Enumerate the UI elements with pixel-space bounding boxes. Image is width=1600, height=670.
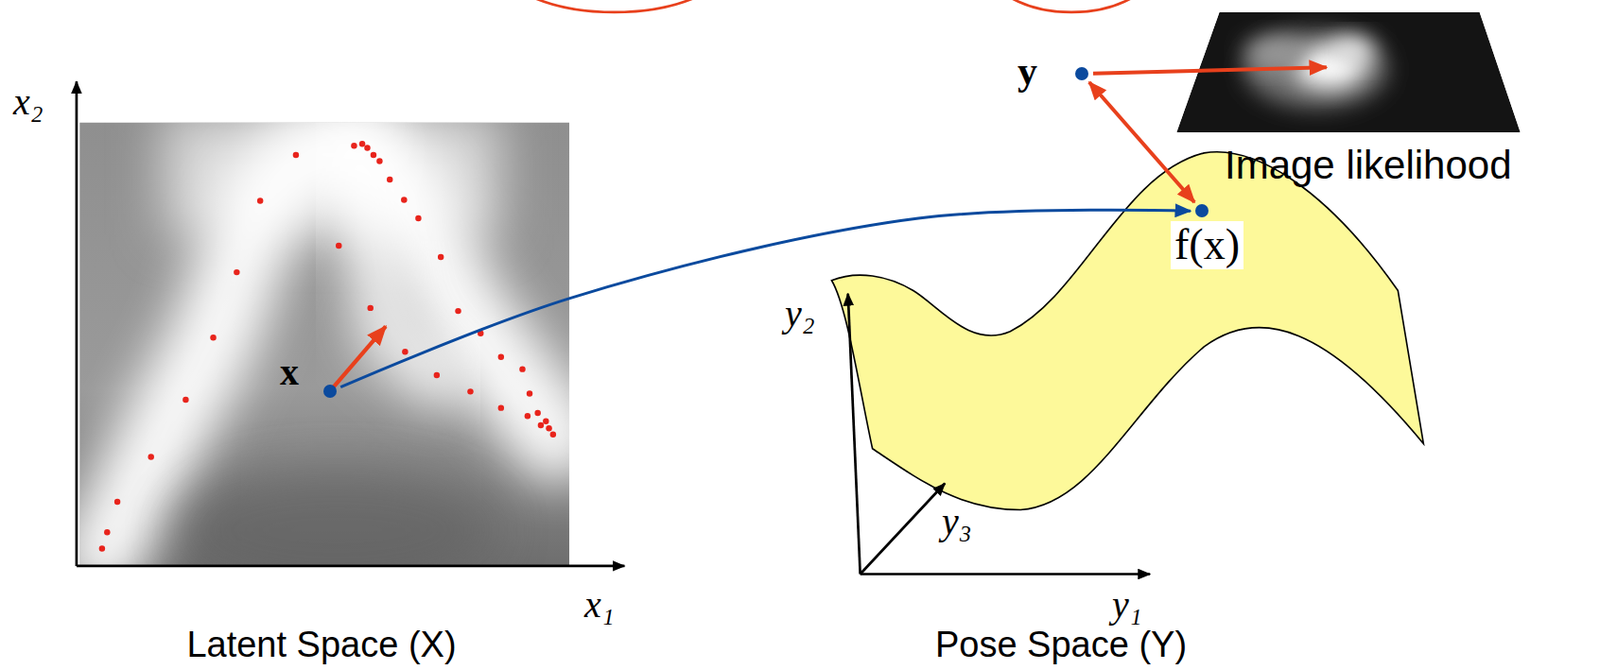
likelihood-arrow	[1093, 67, 1327, 73]
training-point	[359, 140, 366, 147]
training-point	[370, 152, 377, 158]
training-point	[366, 305, 373, 312]
mapping-curve	[340, 209, 1191, 387]
pose-space-panel: Pose Space (Y) f(x)	[730, 141, 1392, 667]
training-point	[542, 417, 549, 424]
point-dot	[1075, 67, 1089, 81]
node-label: x	[279, 351, 299, 394]
training-point	[534, 410, 540, 417]
training-point	[376, 157, 383, 164]
training-point	[526, 390, 533, 397]
training-point	[386, 176, 393, 183]
training-point	[524, 413, 531, 419]
mapped-pose-point: f(x)	[1168, 200, 1248, 272]
point-dot	[1195, 204, 1209, 218]
axis-label: x₂	[13, 81, 44, 123]
training-point	[400, 196, 407, 203]
axis-label: y₂	[784, 293, 816, 335]
training-point	[350, 142, 357, 149]
pose-manifold	[831, 152, 1424, 511]
likelihood-link	[1089, 82, 1195, 203]
point-dot	[323, 384, 337, 399]
node-label: f(x)	[1170, 221, 1244, 270]
training-point	[538, 422, 544, 429]
training-point	[550, 431, 557, 437]
training-point	[233, 269, 240, 276]
training-point	[434, 372, 440, 379]
likelihood-image	[1176, 12, 1521, 133]
training-point	[209, 334, 216, 341]
axis-label: y₃	[941, 501, 973, 543]
training-point	[364, 144, 370, 151]
axis-label: x₁	[584, 584, 615, 627]
training-point	[293, 152, 299, 158]
training-point	[437, 254, 444, 261]
training-point	[182, 397, 189, 403]
node-label: y	[1017, 49, 1038, 93]
axis	[848, 294, 861, 575]
training-point	[415, 215, 421, 222]
gradient-arrow	[330, 326, 386, 392]
training-point	[147, 453, 154, 460]
observed-pose-point: y	[1017, 49, 1094, 96]
axis	[76, 565, 625, 569]
training-point	[498, 353, 505, 360]
training-point	[104, 529, 110, 536]
training-point	[498, 404, 505, 411]
training-point	[401, 348, 408, 355]
training-point	[519, 365, 525, 372]
callout-ellipse	[489, 0, 739, 13]
axis	[860, 483, 946, 574]
axis-label: y₁	[1112, 584, 1143, 627]
latent-point: x	[279, 351, 342, 401]
training-point	[114, 499, 121, 505]
node-label: Pose Space (Y)	[935, 626, 1187, 666]
axis	[75, 81, 79, 567]
latent-space-panel: Latent Space (X) x	[18, 83, 625, 667]
training-point	[335, 243, 342, 249]
training-point	[257, 197, 263, 204]
node-label: Latent Space (X)	[186, 626, 456, 666]
image-likelihood-node: Image likelihood	[1215, 141, 1516, 191]
training-point	[467, 388, 473, 395]
callout-ellipse	[977, 0, 1166, 13]
axis	[860, 573, 1150, 576]
latent-density-map	[79, 121, 570, 566]
node-label: Image likelihood	[1224, 143, 1513, 188]
training-point	[454, 308, 461, 314]
training-point	[545, 425, 552, 432]
training-point	[99, 545, 105, 552]
training-points	[99, 140, 557, 553]
